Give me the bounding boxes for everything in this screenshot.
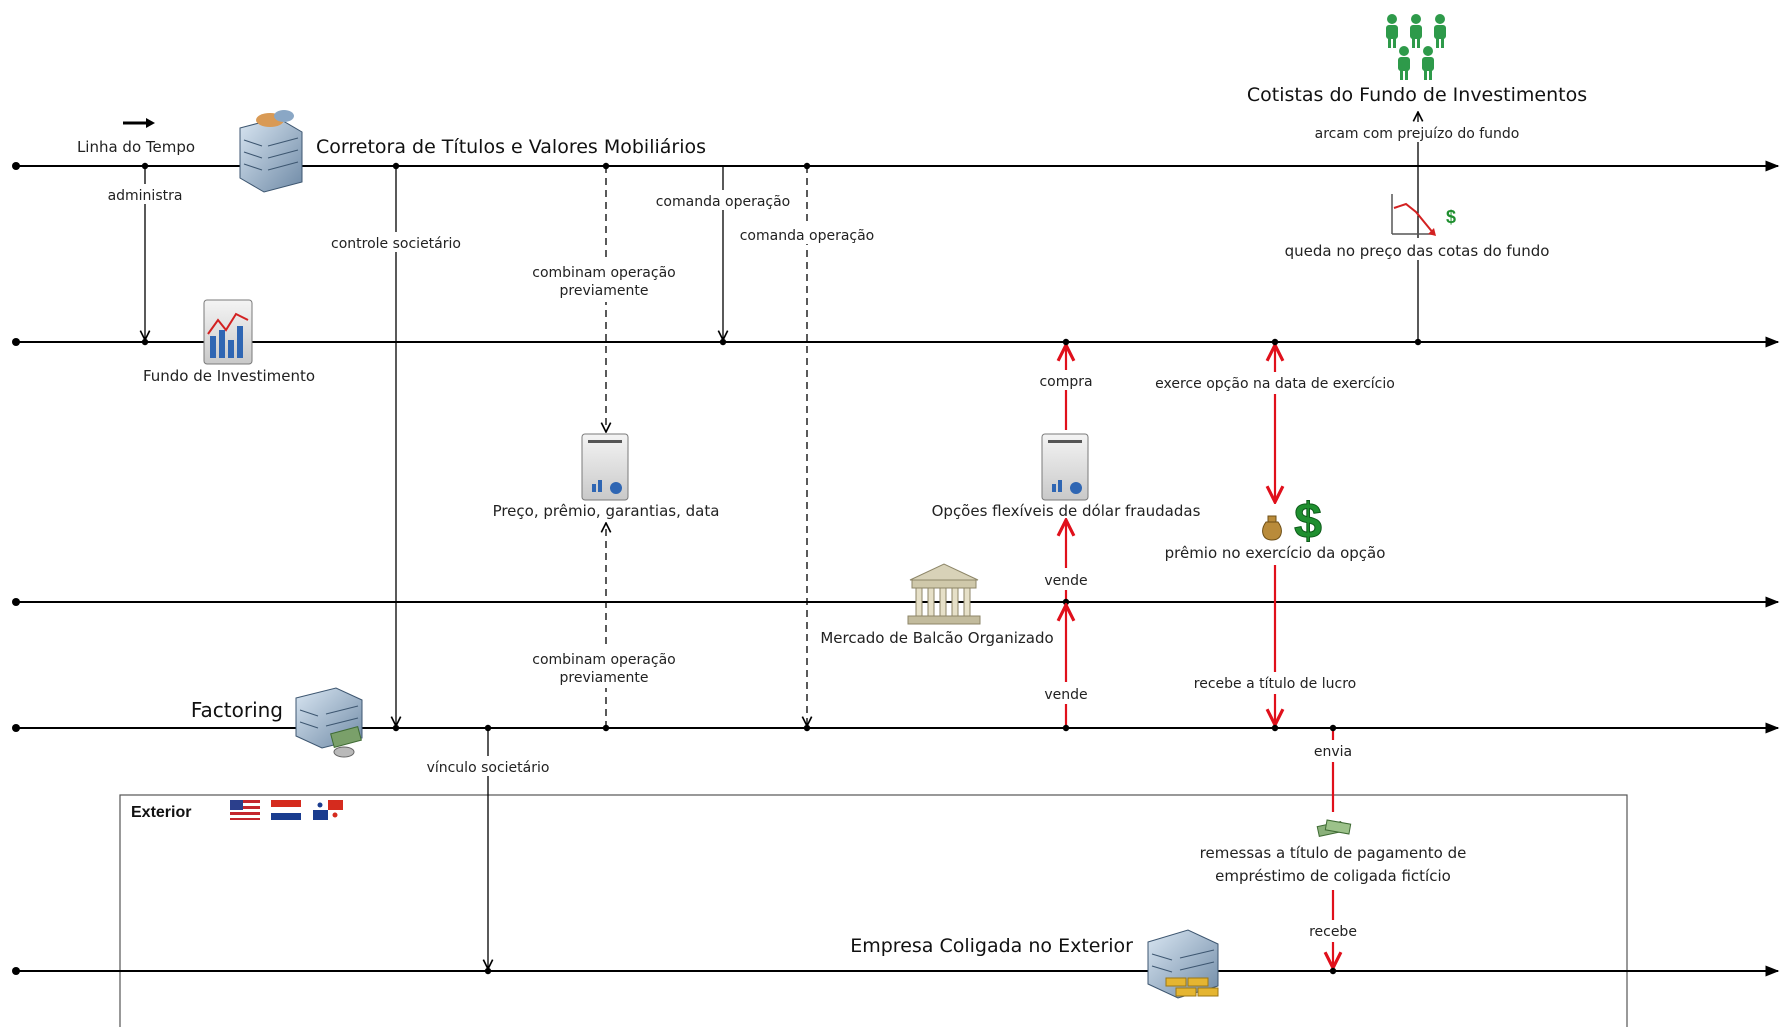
- edge-compra: compra: [1036, 338, 1096, 430]
- edge-combinam-bottom-label-1: combinam operação: [532, 652, 675, 668]
- entity-cotistas-label: Cotistas do Fundo de Investimentos: [1247, 84, 1587, 106]
- connectors-black: administra controle societário combinam …: [105, 112, 1522, 975]
- exchange-building-icon: [907, 563, 981, 625]
- timeline-factoring: [12, 722, 1780, 734]
- timeline-legend-label: Linha do Tempo: [77, 138, 195, 156]
- node-preco: Preço, prêmio, garantias, data: [493, 433, 720, 520]
- document-icon: [1041, 433, 1089, 501]
- edge-compra-label: compra: [1039, 374, 1092, 390]
- edge-comanda1-label: comanda operação: [656, 194, 791, 210]
- banknotes-icon: [1316, 819, 1352, 837]
- edge-combinam-bottom-label-2: previamente: [560, 670, 649, 686]
- edge-vende1-label: vende: [1044, 573, 1087, 589]
- entity-mercado: Mercado de Balcão Organizado: [820, 563, 1054, 647]
- entity-coligada: Empresa Coligada no Exterior: [850, 929, 1219, 999]
- node-opcoes-label: Opções flexíveis de dólar fraudadas: [932, 502, 1201, 520]
- edge-arcam-label: arcam com prejuízo do fundo: [1315, 126, 1520, 142]
- timelines: [12, 160, 1780, 977]
- edge-recebe-label: recebe: [1309, 924, 1357, 940]
- edge-comanda-operacao-2: comanda operação: [737, 162, 879, 732]
- edge-vende-lower: vende: [1040, 605, 1092, 732]
- edge-combinam-top: combinam operação previamente: [530, 162, 682, 432]
- edge-combinam-bottom: combinam operação previamente: [530, 523, 682, 732]
- edge-envia-label: envia: [1314, 744, 1352, 760]
- edge-envia: envia: [1308, 724, 1358, 812]
- entity-factoring: Factoring: [191, 687, 363, 758]
- edge-queda-arcam: arcam com prejuízo do fundo: [1312, 112, 1522, 346]
- connectors-red: compra vende vende exerce opção na data …: [1036, 338, 1395, 975]
- timeline-coligada: [12, 965, 1780, 977]
- node-premio: $ prêmio no exercício da opção: [1165, 493, 1386, 563]
- edge-vende2-label: vende: [1044, 687, 1087, 703]
- edge-recebe-lucro: recebe a título de lucro: [1192, 565, 1358, 732]
- edge-controle-societario: controle societário: [331, 162, 461, 732]
- edge-administra-label: administra: [108, 188, 183, 204]
- node-remessas: remessas a título de pagamento de emprés…: [1200, 819, 1467, 885]
- people-group-icon: [1386, 14, 1446, 80]
- chart-document-icon: [203, 299, 253, 365]
- building-gold-icon: [1147, 929, 1219, 999]
- timeline-mercado: [12, 596, 1780, 608]
- entity-factoring-label: Factoring: [191, 698, 283, 722]
- small-dollar-icon: $: [1446, 207, 1456, 227]
- paraguay-flag-icon: [271, 800, 301, 820]
- edge-recebe: recebe: [1306, 890, 1360, 975]
- exterior-region: Exterior: [119, 794, 1628, 1027]
- panama-flag-icon: [313, 800, 343, 820]
- entity-mercado-label: Mercado de Balcão Organizado: [820, 629, 1053, 647]
- node-opcoes: Opções flexíveis de dólar fraudadas: [932, 433, 1201, 520]
- usa-flag-icon: [230, 800, 260, 820]
- document-icon: [581, 433, 629, 501]
- money-bag-icon: [1262, 515, 1282, 541]
- edge-combinam-top-label-1: combinam operação: [532, 265, 675, 281]
- timeline-fundo: [12, 336, 1780, 348]
- edge-vinculo-label: vínculo societário: [427, 760, 550, 776]
- node-queda-label: queda no preço das cotas do fundo: [1285, 242, 1550, 260]
- edge-administra: administra: [105, 162, 187, 346]
- edge-controle-label: controle societário: [331, 236, 461, 252]
- exterior-label: Exterior: [131, 804, 191, 821]
- dollar-icon: $: [1294, 493, 1322, 549]
- edge-combinam-top-label-2: previamente: [560, 283, 649, 299]
- entity-cotistas: Cotistas do Fundo de Investimentos: [1247, 14, 1587, 106]
- entity-coligada-label: Empresa Coligada no Exterior: [850, 935, 1133, 957]
- edge-vende-upper: vende: [1040, 520, 1092, 606]
- entity-fundo: Fundo de Investimento: [143, 299, 315, 385]
- node-premio-label: prêmio no exercício da opção: [1165, 544, 1386, 562]
- edge-vinculo-societario: vínculo societário: [426, 724, 554, 975]
- edge-comanda-operacao-1: comanda operação: [652, 166, 794, 346]
- edge-comanda2-label: comanda operação: [740, 228, 875, 244]
- building-handshake-icon: [239, 110, 303, 193]
- entity-fundo-label: Fundo de Investimento: [143, 367, 315, 385]
- entity-corretora: Corretora de Títulos e Valores Mobiliári…: [239, 110, 706, 193]
- timeline-corretora: [12, 160, 1780, 172]
- falling-chart-icon: [1391, 194, 1436, 236]
- node-remessas-label-1: remessas a título de pagamento de: [1200, 844, 1467, 862]
- node-remessas-label-2: empréstimo de coligada fictício: [1215, 867, 1451, 885]
- edge-recebe-lucro-label: recebe a título de lucro: [1194, 676, 1356, 692]
- timeline-legend: Linha do Tempo: [77, 118, 195, 156]
- edge-exerce-opcao: exerce opção na data de exercício: [1155, 338, 1395, 502]
- edge-exerce-label: exerce opção na data de exercício: [1155, 376, 1395, 392]
- node-preco-label: Preço, prêmio, garantias, data: [493, 502, 720, 520]
- entity-corretora-label: Corretora de Títulos e Valores Mobiliári…: [316, 136, 706, 158]
- node-queda: $ queda no preço das cotas do fundo: [1285, 194, 1550, 260]
- arrow-right-icon: [123, 118, 155, 128]
- building-money-icon: [295, 687, 363, 758]
